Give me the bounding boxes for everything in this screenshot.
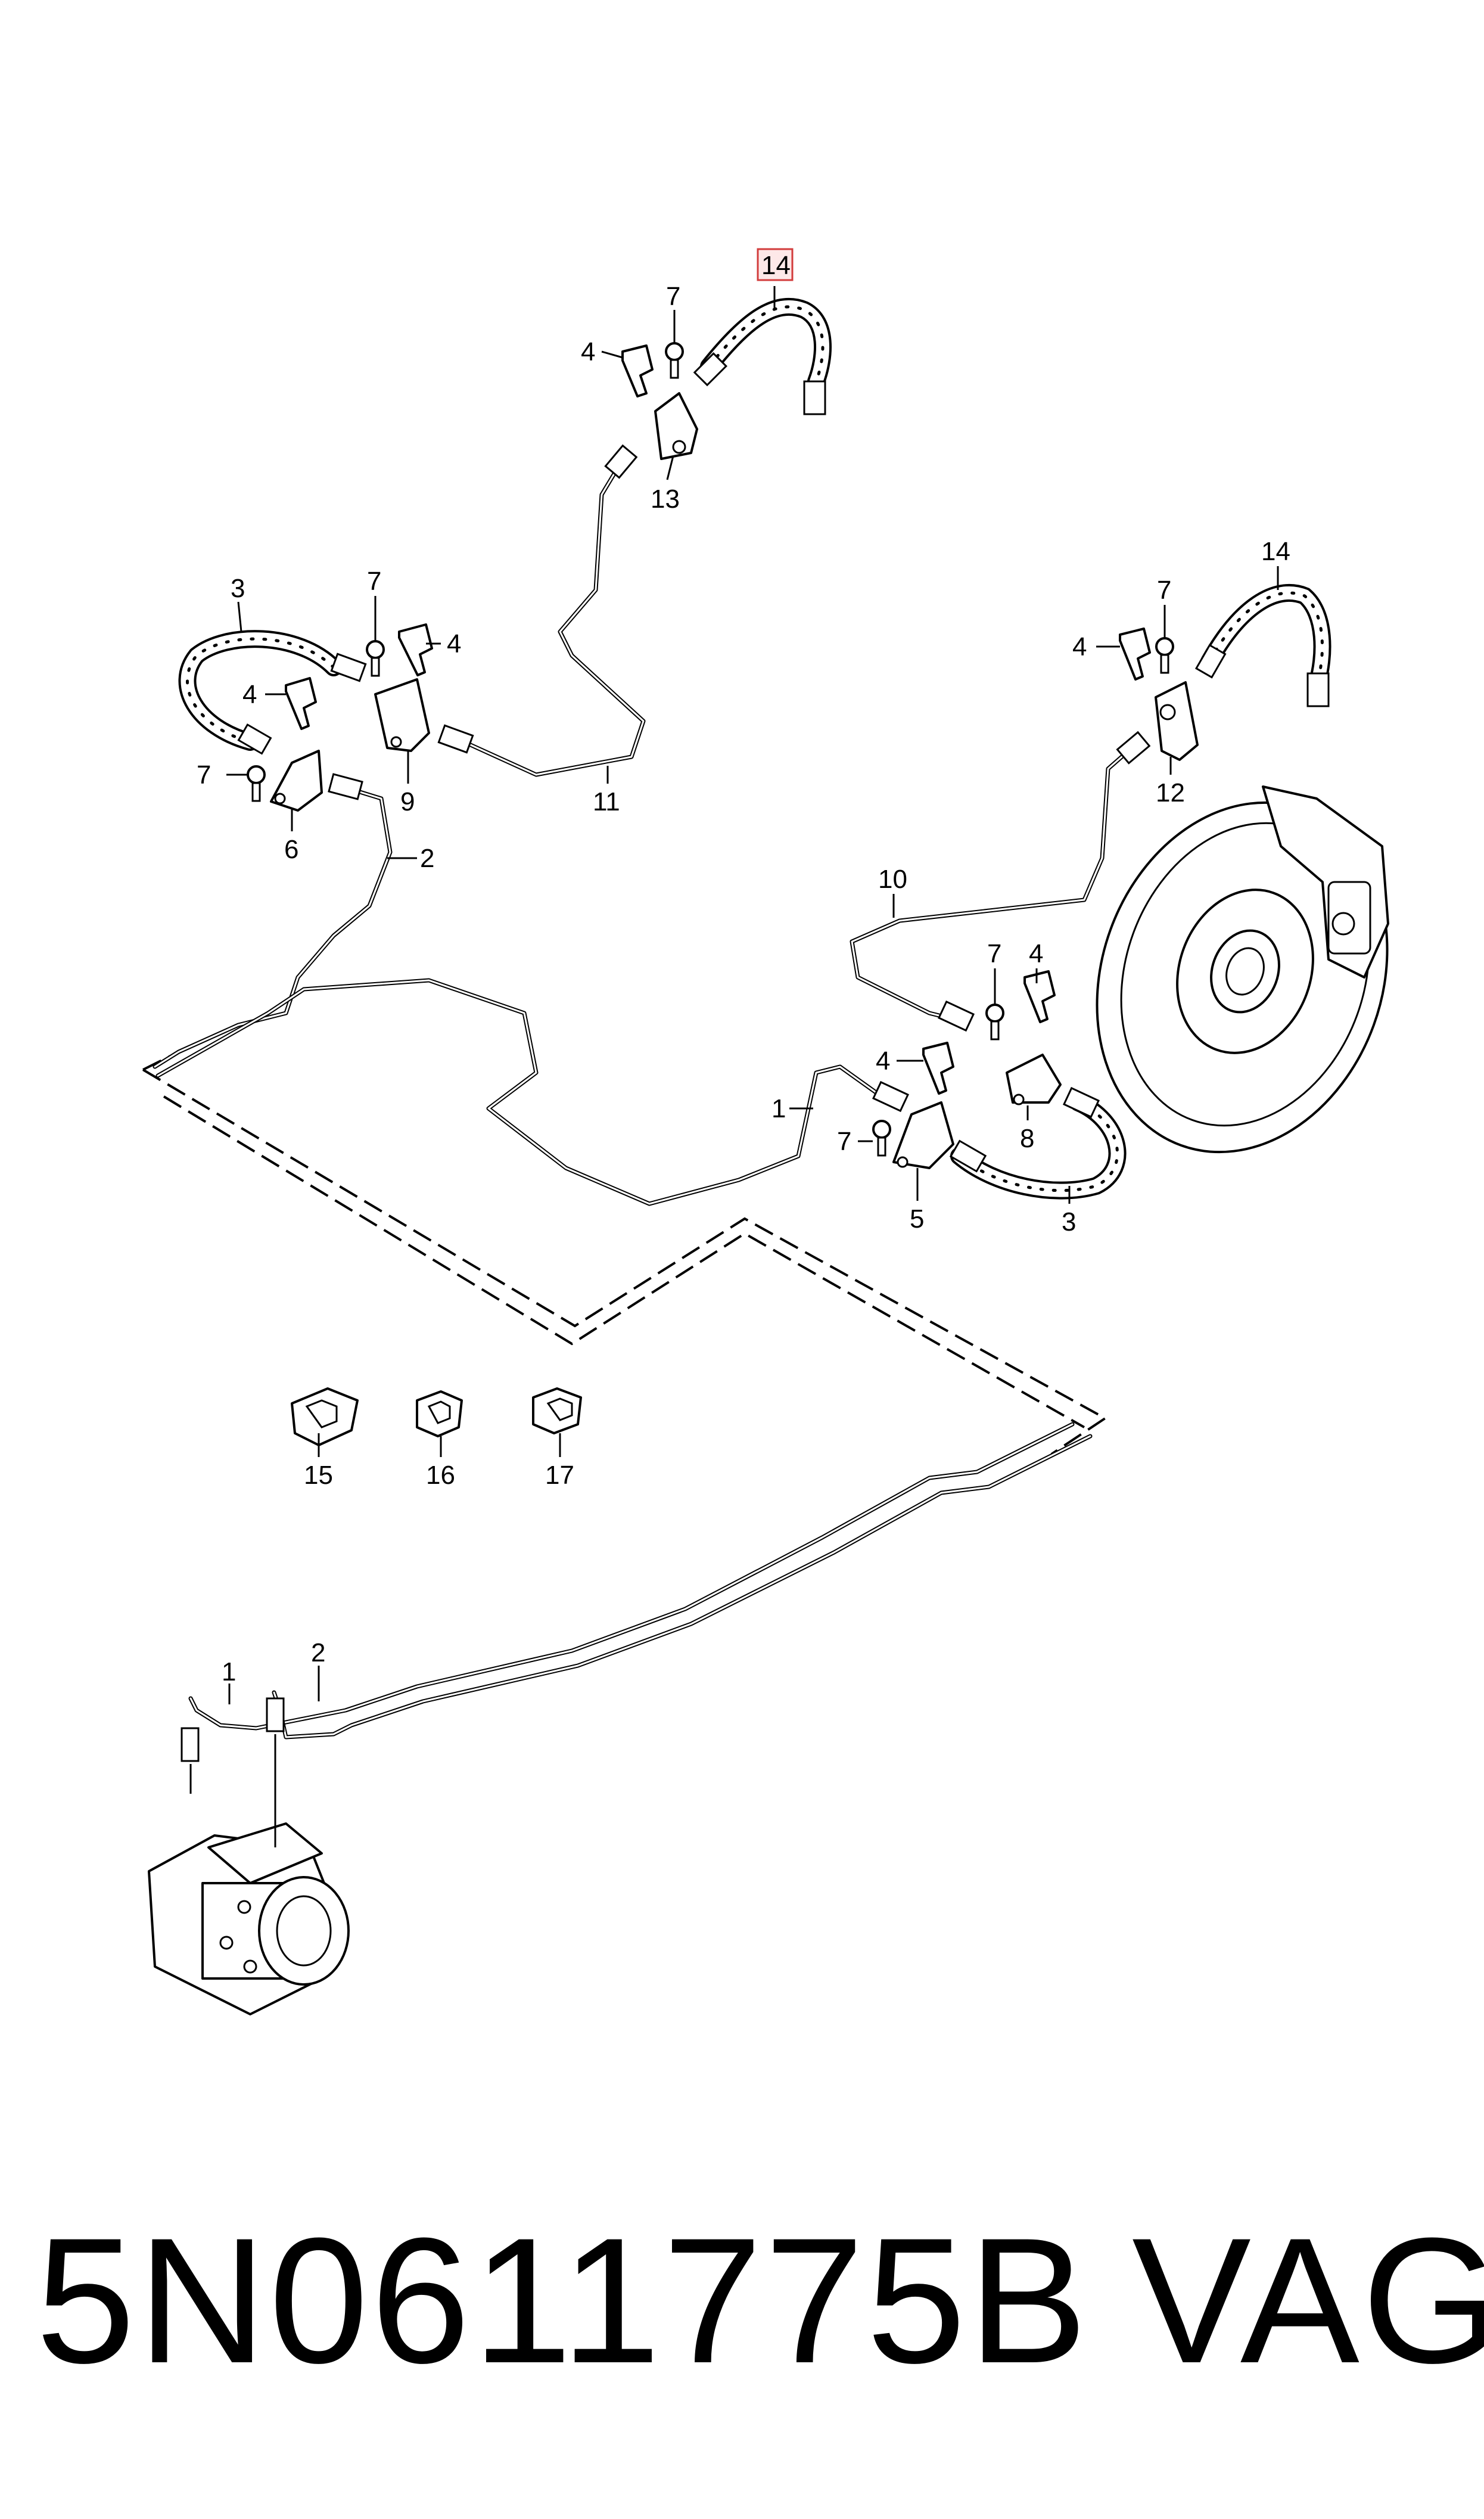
brake-caliper bbox=[1262, 785, 1389, 979]
callout-9: 9 bbox=[400, 787, 415, 816]
highlight-box-14 bbox=[757, 248, 794, 281]
callout-11: 11 bbox=[593, 787, 620, 816]
callout-4-right-b: 4 bbox=[1029, 939, 1043, 968]
abs-hydraulic-unit bbox=[148, 1822, 350, 2015]
callout-8: 8 bbox=[1020, 1124, 1034, 1153]
clip-17 bbox=[532, 1387, 582, 1434]
brake-hose-14-top bbox=[700, 298, 832, 390]
callout-4-right-a: 4 bbox=[1072, 632, 1087, 661]
callout-14-right: 14 bbox=[1261, 537, 1290, 566]
callout-2-bottom: 2 bbox=[311, 1638, 325, 1667]
callout-7-top: 7 bbox=[666, 282, 680, 311]
bracket-8 bbox=[1006, 1054, 1062, 1105]
callout-7-left-a: 7 bbox=[367, 567, 381, 596]
part-number-label: 5N0611775B bbox=[36, 2200, 1090, 2400]
brake-disc bbox=[1096, 801, 1389, 1154]
callout-7-right-c: 7 bbox=[837, 1127, 851, 1156]
callout-14-top: 14 bbox=[761, 251, 791, 280]
vehicle-outline-dashed bbox=[142, 1054, 1107, 1455]
bracket-5 bbox=[892, 1101, 954, 1169]
callout-17: 17 bbox=[545, 1461, 574, 1490]
bracket-12 bbox=[1155, 681, 1199, 761]
callout-1-bottom: 1 bbox=[222, 1657, 236, 1686]
callout-3-right: 3 bbox=[1062, 1207, 1076, 1237]
brake-hose-3-right bbox=[950, 1094, 1127, 1200]
callout-3-left: 3 bbox=[231, 574, 245, 603]
bracket-9 bbox=[374, 678, 430, 752]
callout-7-right-a: 7 bbox=[1157, 576, 1171, 605]
callout-13: 13 bbox=[651, 484, 680, 514]
brand-label: VAG bbox=[1132, 2200, 1484, 2400]
callout-numbers: 14 7 4 13 3 7 4 4 7 6 9 11 2 14 7 4 12 1… bbox=[197, 248, 1290, 1686]
callout-4-right-c: 4 bbox=[876, 1046, 890, 1076]
callout-4-top: 4 bbox=[581, 337, 595, 366]
callout-7-left-b: 7 bbox=[197, 760, 211, 790]
pipe-fittings bbox=[181, 352, 1330, 1762]
brake-line-10 bbox=[850, 746, 1134, 1021]
callout-6: 6 bbox=[284, 835, 298, 864]
callout-4-left-a: 4 bbox=[447, 629, 461, 659]
brake-line-11 bbox=[450, 462, 646, 777]
brake-line-2 bbox=[153, 784, 393, 1069]
clips-4 bbox=[285, 344, 1151, 1095]
callout-2-top: 2 bbox=[420, 844, 434, 873]
brake-lines-to-abs bbox=[188, 1422, 1093, 1740]
bracket-13 bbox=[654, 392, 698, 460]
brake-hose-3-left bbox=[178, 630, 343, 751]
callout-10: 10 bbox=[878, 865, 907, 894]
callout-16: 16 bbox=[426, 1461, 455, 1490]
brake-line-1 bbox=[155, 978, 884, 1206]
callout-1-top: 1 bbox=[771, 1094, 786, 1123]
bolts-7 bbox=[247, 342, 1174, 1157]
callout-7-right-b: 7 bbox=[987, 939, 1001, 968]
callout-5: 5 bbox=[910, 1204, 924, 1234]
bracket-6 bbox=[270, 750, 323, 812]
callout-12: 12 bbox=[1156, 778, 1185, 807]
callout-15: 15 bbox=[304, 1461, 333, 1490]
clip-15 bbox=[291, 1387, 359, 1446]
leader-lines bbox=[189, 286, 1279, 1847]
brake-hose-14-right bbox=[1200, 584, 1331, 694]
clip-16 bbox=[416, 1390, 463, 1437]
callout-4-left-b: 4 bbox=[242, 680, 257, 709]
